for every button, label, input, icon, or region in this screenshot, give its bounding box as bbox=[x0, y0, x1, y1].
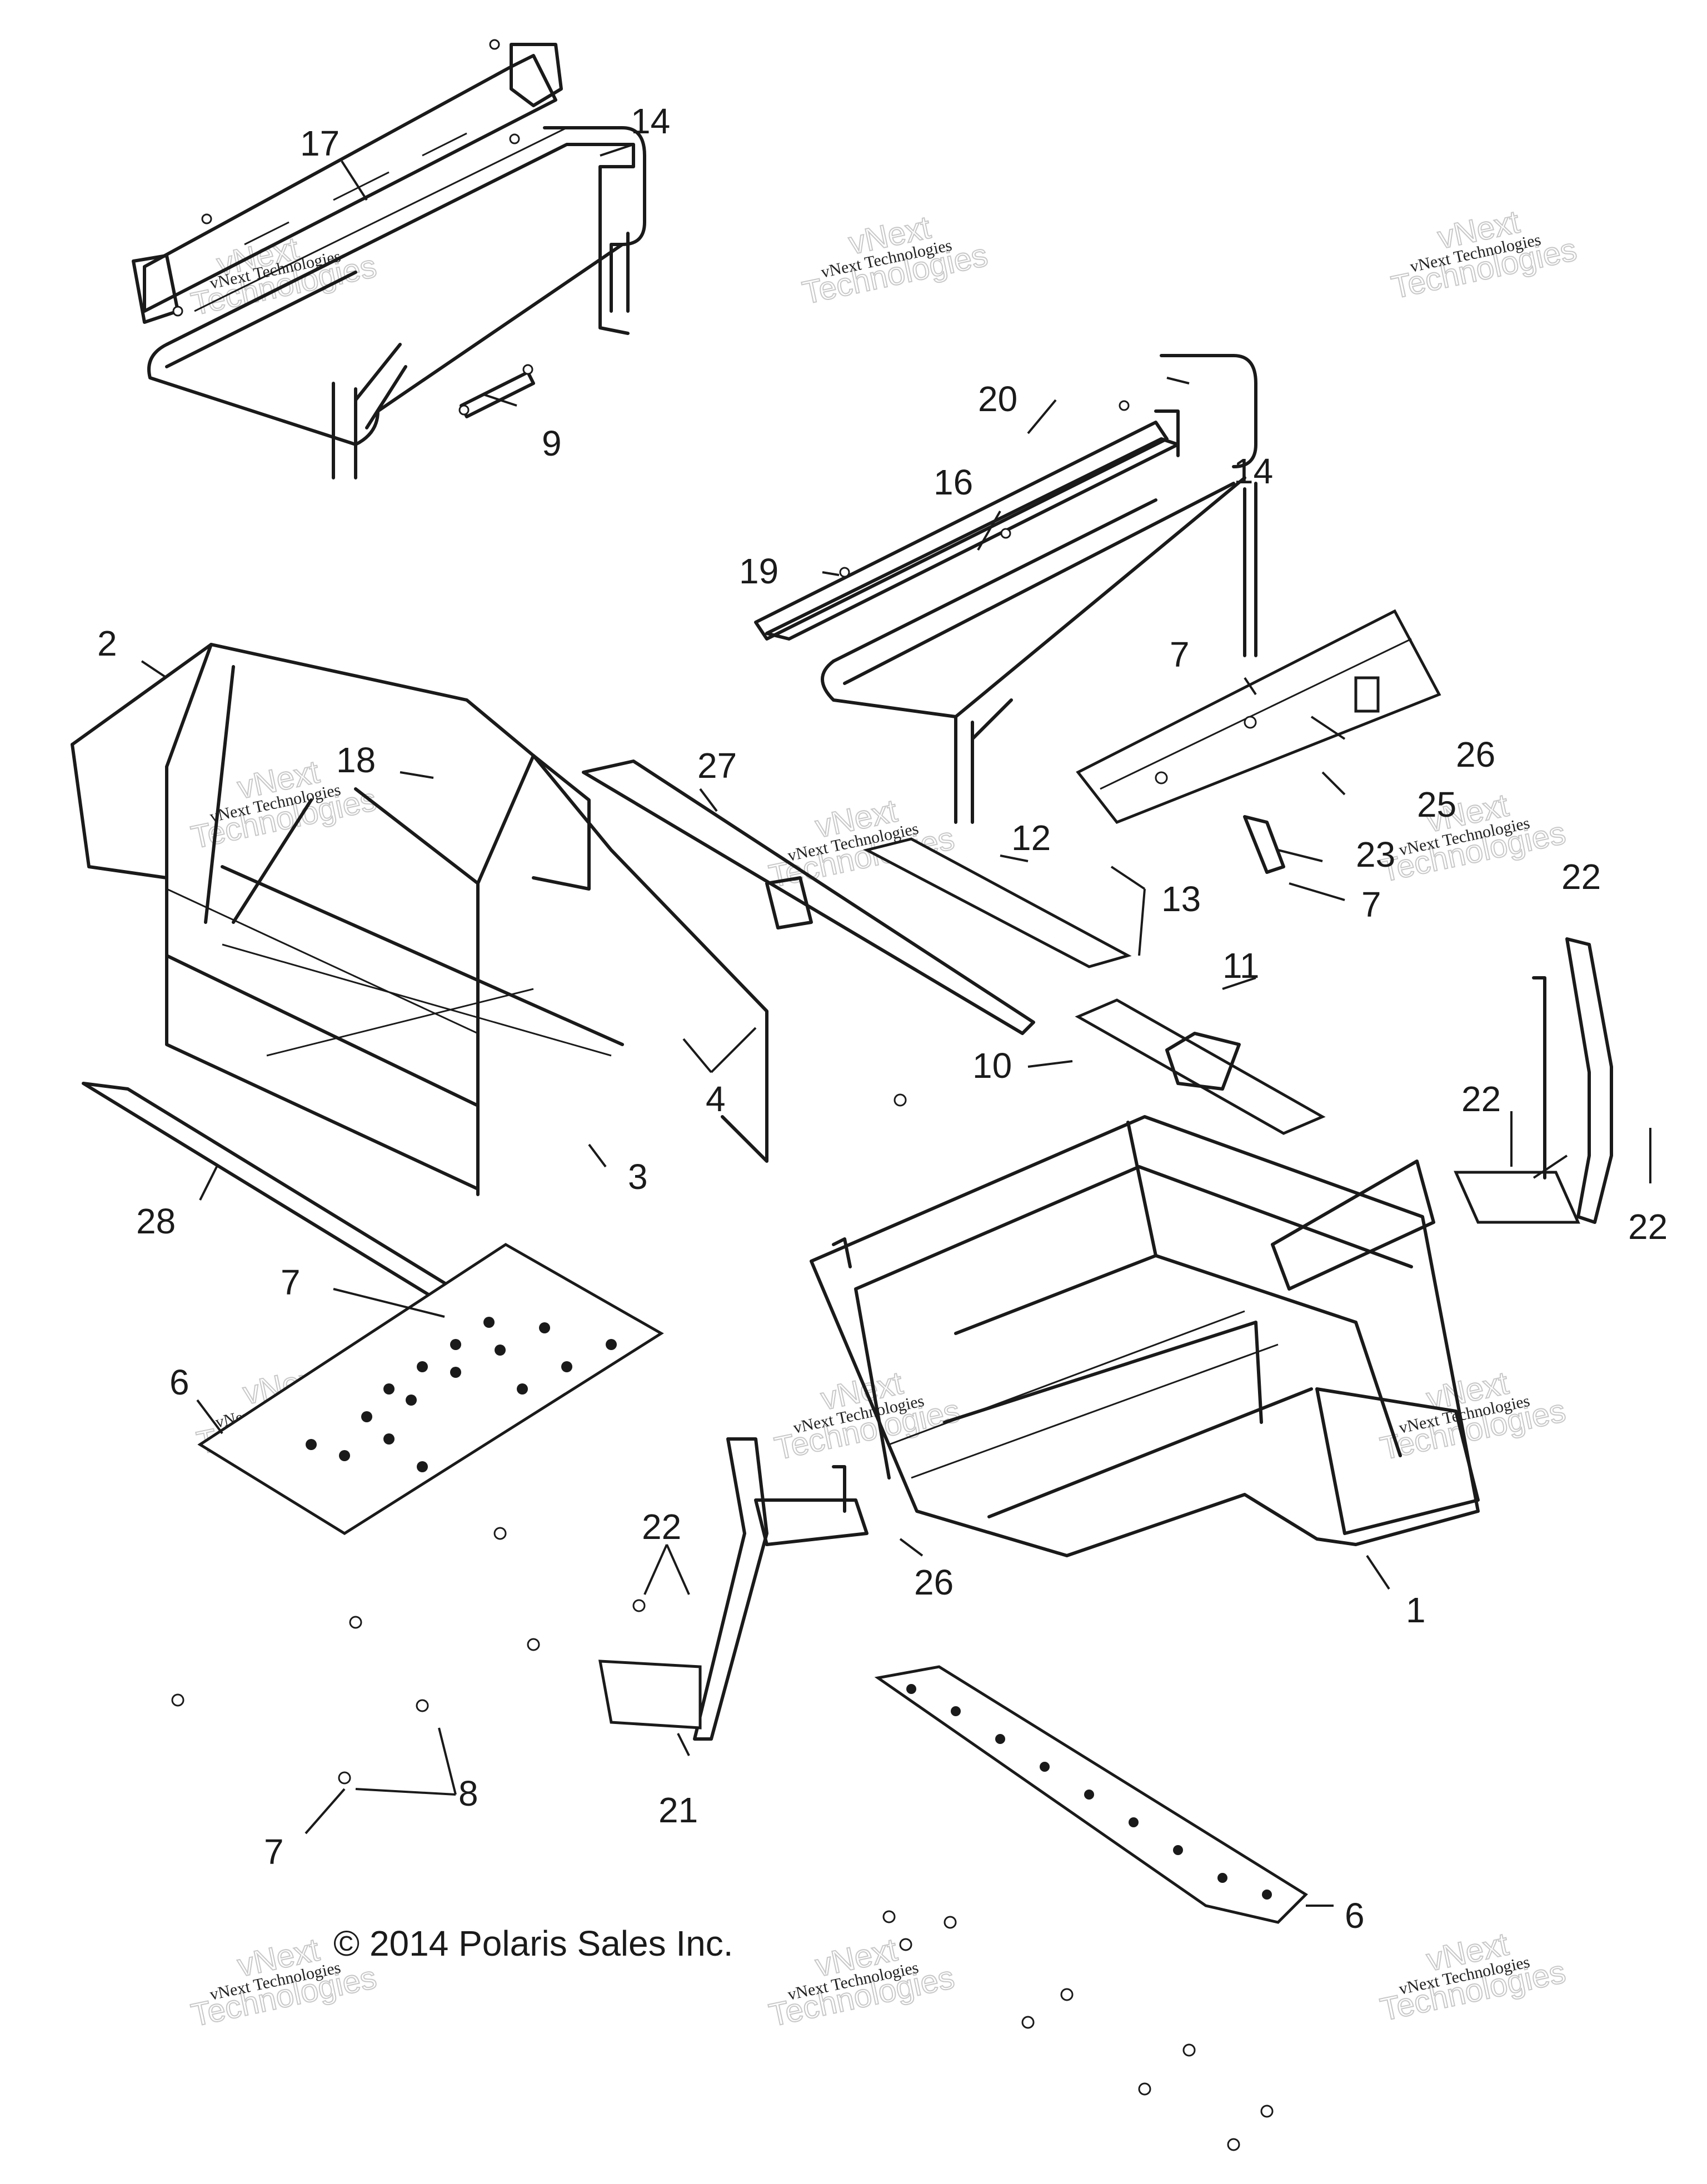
cargo-rack-upper-left bbox=[132, 39, 646, 479]
rail-11 bbox=[1075, 998, 1326, 1135]
watermark-8: Technologies vNext vNext Technologies bbox=[771, 1364, 964, 1467]
callout-16: 17 bbox=[300, 123, 340, 163]
callout-1: 1 bbox=[1406, 1590, 1426, 1630]
callout-25: 26 bbox=[1456, 734, 1495, 774]
callout-15: 16 bbox=[934, 462, 973, 502]
callout-11: 11 bbox=[1222, 946, 1259, 986]
callout-18: 19 bbox=[739, 551, 778, 591]
step-21 bbox=[598, 1437, 869, 1741]
callout-5: 6 bbox=[169, 1362, 189, 1402]
callout-7-right: 7 bbox=[1361, 884, 1381, 924]
callout-14-middle: 14 bbox=[1234, 451, 1273, 491]
callout-22-center: 22 bbox=[642, 1507, 681, 1547]
callout-26: 26 bbox=[914, 1562, 954, 1602]
callout-20: 22 bbox=[1561, 857, 1601, 897]
loose-fasteners bbox=[171, 1093, 1274, 2151]
watermark-6: Technologies vNext vNext Technologies bbox=[1376, 786, 1569, 889]
callout-7-bottom: 7 bbox=[264, 1832, 284, 1872]
bracket-9 bbox=[458, 364, 535, 418]
callout-4: 4 bbox=[706, 1079, 726, 1119]
main-frame-1 bbox=[810, 1115, 1480, 1557]
callout-3: 3 bbox=[628, 1157, 648, 1197]
rail-12 bbox=[863, 837, 1132, 968]
watermark-12: Technologies vNext vNext Technologies bbox=[1376, 1925, 1569, 2028]
callout-8: 8 bbox=[458, 1773, 478, 1813]
callout-28: 28 bbox=[136, 1201, 176, 1241]
callout-17: 18 bbox=[336, 740, 376, 780]
callout-27: 27 bbox=[697, 746, 737, 786]
cargo-rack-middle bbox=[754, 354, 1257, 824]
callout-10: 10 bbox=[972, 1046, 1012, 1086]
callout-9: 9 bbox=[542, 423, 562, 463]
callout-13: 13 bbox=[1161, 879, 1201, 919]
callout-6: 6 bbox=[1345, 1896, 1365, 1936]
watermark-2: Technologies vNext vNext Technologies bbox=[798, 208, 991, 312]
callout-24: 25 bbox=[1417, 784, 1456, 824]
bracket-10 bbox=[1165, 1032, 1241, 1091]
callout-22-right: 22 bbox=[1628, 1207, 1668, 1247]
skid-plate-6 bbox=[874, 1665, 1308, 1924]
floor-plate-holes bbox=[306, 1317, 617, 1472]
callout-12: 12 bbox=[1011, 818, 1051, 858]
rail-27 bbox=[582, 759, 1035, 1035]
watermark-3: Technologies vNext vNext Technologies bbox=[1387, 203, 1580, 306]
brace-23 bbox=[1243, 815, 1285, 874]
watermarks: Technologies vNext vNext Technologies Te… bbox=[187, 203, 1580, 2034]
rail-28 bbox=[82, 1082, 474, 1313]
leader-lines bbox=[141, 143, 1651, 1907]
skid-plate-holes bbox=[906, 1684, 1272, 1900]
callouts: 17 14 9 20 14 16 19 7 26 25 23 7 27 12 1… bbox=[97, 101, 1668, 1936]
floor-plate-5 bbox=[197, 1243, 664, 1535]
watermark-11: Technologies vNext vNext Technologies bbox=[765, 1931, 958, 2034]
callout-7-left: 7 bbox=[281, 1262, 301, 1302]
copyright-text: © 2014 Polaris Sales Inc. bbox=[333, 1923, 733, 1963]
callout-2: 2 bbox=[97, 623, 117, 663]
callout-7-middle: 7 bbox=[1170, 634, 1190, 674]
front-frame-2 bbox=[71, 643, 768, 1196]
callout-23: 23 bbox=[1356, 834, 1395, 874]
callout-21: 21 bbox=[658, 1790, 698, 1830]
rear-bumper-24-25 bbox=[1076, 609, 1441, 824]
step-20 bbox=[1454, 937, 1613, 1224]
callout-19: 20 bbox=[978, 379, 1017, 419]
callout-14-upper: 14 bbox=[631, 101, 670, 141]
callout-22-right-top: 22 bbox=[1461, 1079, 1501, 1119]
